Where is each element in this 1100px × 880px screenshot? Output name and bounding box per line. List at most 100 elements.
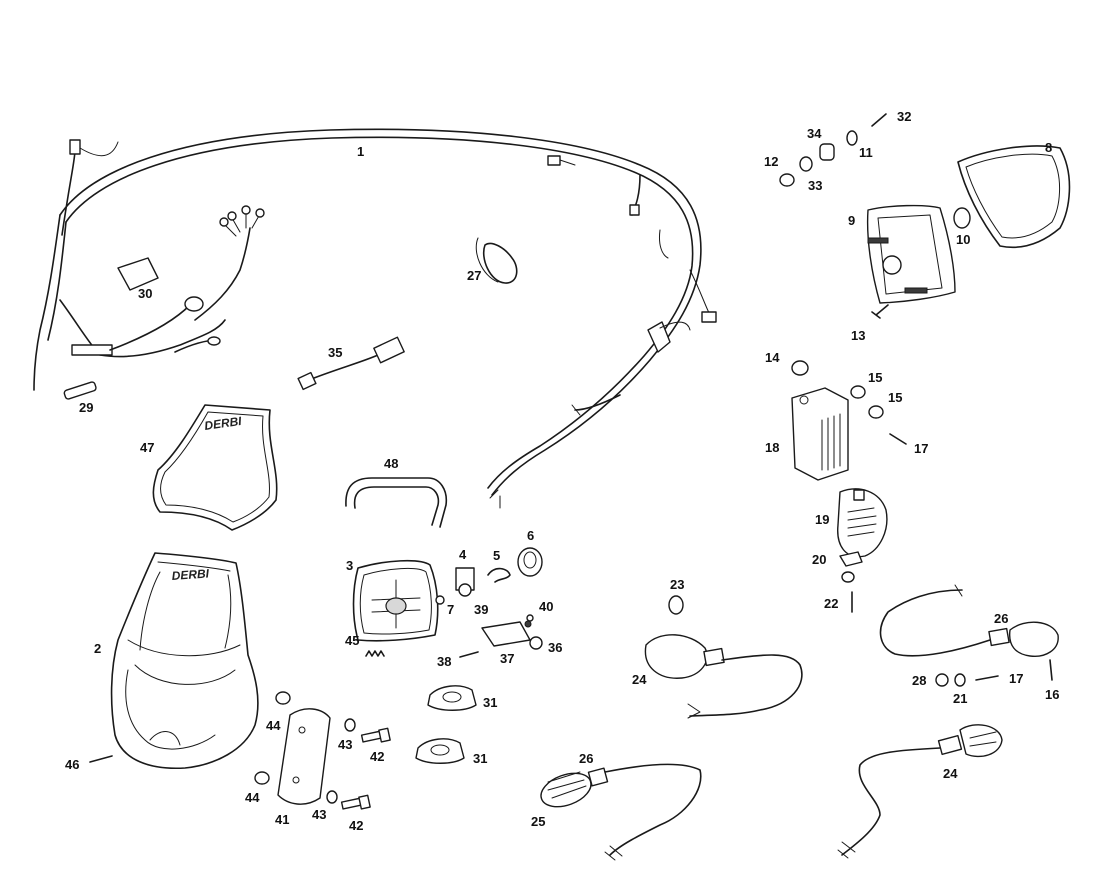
callout-labels: 1 2 3 4 5 6 7 8 9 10 11 12 13 14 15 15 1… bbox=[65, 109, 1059, 833]
mount-bracket-upper bbox=[427, 685, 477, 711]
screw-17a bbox=[889, 433, 907, 445]
screw-38 bbox=[459, 651, 479, 658]
bulb-holder bbox=[517, 547, 543, 577]
connector-lead bbox=[297, 336, 405, 391]
callout-16: 16 bbox=[1045, 687, 1059, 702]
tail-light-housing bbox=[866, 204, 956, 304]
indicator-left-rear bbox=[540, 763, 702, 861]
callout-26a: 26 bbox=[579, 751, 593, 766]
callout-12: 12 bbox=[764, 154, 778, 169]
horn bbox=[837, 488, 888, 558]
washer-15a bbox=[850, 385, 866, 399]
callout-27: 27 bbox=[467, 268, 481, 283]
washer-36 bbox=[529, 636, 543, 650]
callout-1: 1 bbox=[357, 144, 364, 159]
indicator-right-rear bbox=[879, 584, 1059, 657]
callout-35: 35 bbox=[328, 345, 342, 360]
callout-29: 29 bbox=[79, 400, 93, 415]
callout-40: 40 bbox=[539, 599, 553, 614]
washer-21 bbox=[954, 673, 966, 687]
nut-44-lower bbox=[254, 771, 270, 785]
fairing-brand-text: DERBI bbox=[171, 566, 210, 583]
indicator-bulb bbox=[668, 595, 684, 615]
callout-38: 38 bbox=[437, 654, 451, 669]
cable-tie bbox=[475, 237, 518, 284]
callout-9: 9 bbox=[848, 213, 855, 228]
front-fairing: DERBI bbox=[110, 552, 259, 770]
fuse bbox=[63, 381, 97, 400]
callout-21: 21 bbox=[953, 691, 967, 706]
callout-15b: 15 bbox=[888, 390, 902, 405]
callout-33: 33 bbox=[808, 178, 822, 193]
callout-44b: 44 bbox=[245, 790, 260, 805]
headlight-sticker: DERBI bbox=[152, 404, 278, 531]
fairing-screw bbox=[89, 755, 113, 763]
callout-44a: 44 bbox=[266, 718, 281, 733]
callout-25: 25 bbox=[531, 814, 545, 829]
callout-13: 13 bbox=[851, 328, 865, 343]
callout-42b: 42 bbox=[349, 818, 363, 833]
wiring-harness bbox=[33, 128, 717, 509]
headlight bbox=[352, 559, 439, 642]
nut-28 bbox=[935, 673, 949, 687]
washer-11 bbox=[846, 130, 858, 146]
callout-41: 41 bbox=[275, 812, 289, 827]
voltage-regulator bbox=[791, 387, 849, 481]
callout-37: 37 bbox=[500, 651, 514, 666]
callout-45: 45 bbox=[345, 633, 359, 648]
support-bracket bbox=[345, 477, 448, 528]
horn-washer bbox=[841, 571, 855, 583]
callout-4: 4 bbox=[459, 547, 467, 562]
callout-3: 3 bbox=[346, 558, 353, 573]
bolt-42-upper bbox=[360, 727, 391, 743]
callout-39: 39 bbox=[474, 602, 488, 617]
nut-14 bbox=[791, 360, 809, 376]
callout-2: 2 bbox=[94, 641, 101, 656]
callout-43a: 43 bbox=[338, 737, 352, 752]
bolt-42-lower bbox=[340, 794, 371, 810]
nut-12 bbox=[779, 173, 795, 187]
adjust-bracket bbox=[481, 620, 532, 647]
callout-8: 8 bbox=[1045, 140, 1052, 155]
callout-34: 34 bbox=[807, 126, 822, 141]
retaining-clip bbox=[487, 567, 511, 583]
callout-24b: 24 bbox=[943, 766, 958, 781]
screw-16 bbox=[1049, 659, 1053, 681]
callout-36: 36 bbox=[548, 640, 562, 655]
nut-44-upper bbox=[275, 691, 291, 705]
indicator-left-front bbox=[644, 634, 803, 719]
callout-7: 7 bbox=[447, 602, 454, 617]
screw-17b bbox=[975, 675, 999, 681]
washer-33 bbox=[799, 156, 813, 172]
callout-24a: 24 bbox=[632, 672, 647, 687]
tail-bulb bbox=[953, 207, 971, 229]
callout-23: 23 bbox=[670, 577, 684, 592]
callout-48: 48 bbox=[384, 456, 398, 471]
callout-10: 10 bbox=[956, 232, 970, 247]
rubber-cap bbox=[117, 257, 159, 291]
callout-31a: 31 bbox=[483, 695, 497, 710]
washer-43-upper bbox=[344, 718, 356, 732]
callout-22: 22 bbox=[824, 596, 838, 611]
headlight-spring bbox=[365, 650, 385, 657]
callout-5: 5 bbox=[493, 548, 500, 563]
screw-13 bbox=[871, 304, 889, 319]
spacer-34 bbox=[819, 143, 835, 161]
callout-6: 6 bbox=[527, 528, 534, 543]
callout-42a: 42 bbox=[370, 749, 384, 764]
horn-bracket bbox=[839, 551, 863, 567]
callout-11: 11 bbox=[859, 145, 873, 160]
mount-bracket-lower bbox=[415, 738, 465, 764]
washer-15b bbox=[868, 405, 884, 419]
callout-31b: 31 bbox=[473, 751, 487, 766]
callout-15a: 15 bbox=[868, 370, 882, 385]
callout-30: 30 bbox=[138, 286, 152, 301]
callout-43b: 43 bbox=[312, 807, 326, 822]
washer-43-lower bbox=[326, 790, 338, 804]
bulb-socket bbox=[455, 567, 475, 597]
pilot-bulb bbox=[435, 595, 445, 605]
sticker-brand-text: DERBI bbox=[203, 414, 243, 433]
callout-28: 28 bbox=[912, 673, 926, 688]
callout-46: 46 bbox=[65, 757, 79, 772]
